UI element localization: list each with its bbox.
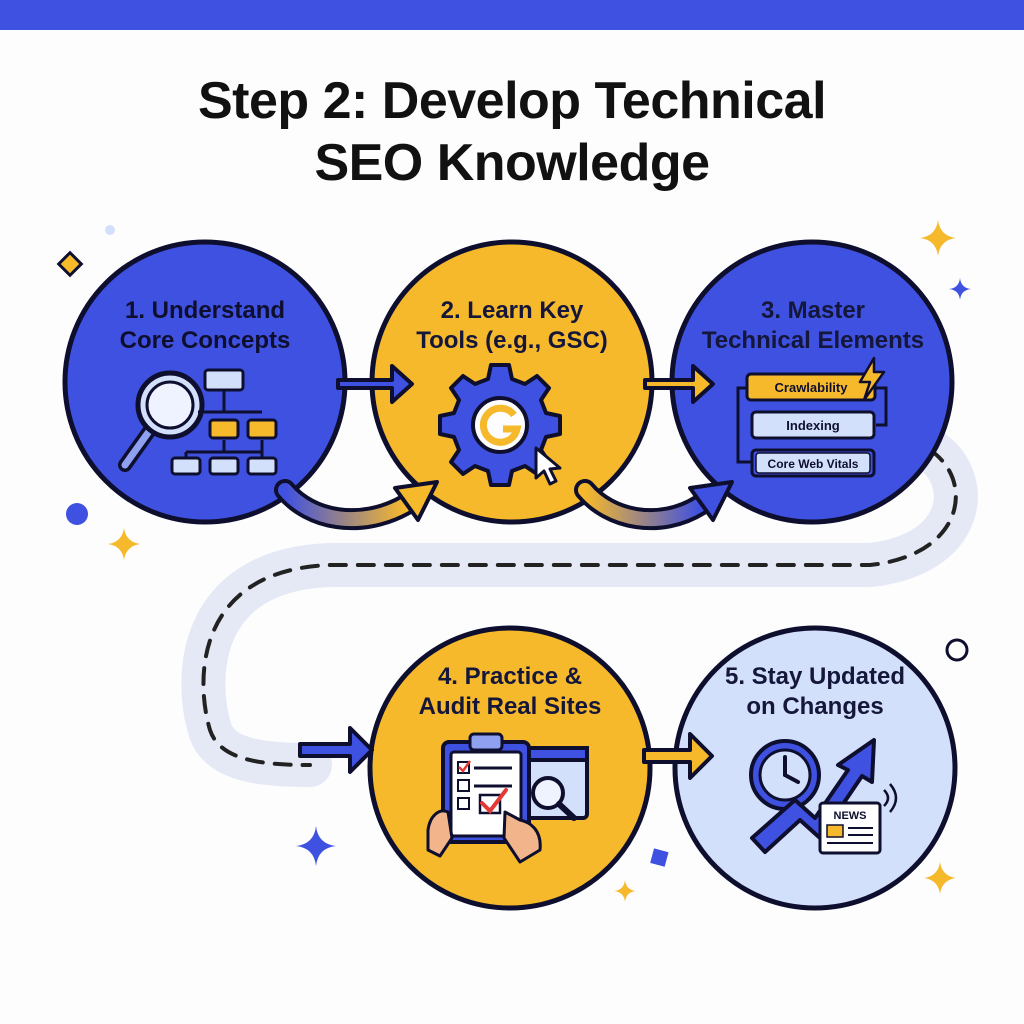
sitemap-icon xyxy=(170,368,278,476)
step-2-line-2: Tools (e.g., GSC) xyxy=(416,327,608,354)
trend-arrow-icon xyxy=(750,738,876,854)
step-1-line-1: 1. Understand xyxy=(124,297,286,324)
sparkle-icon xyxy=(924,862,956,894)
step-3-line-1: 3. Master xyxy=(760,297,866,324)
technical-elements-stack: Crawlability Indexing Core Web Vitals xyxy=(736,372,888,478)
step-1-line-2: Core Concepts xyxy=(119,327,291,354)
sparkle-icon xyxy=(296,826,336,866)
news-label: NEWS xyxy=(834,810,867,822)
diamond-shape xyxy=(56,250,84,278)
step-5-line-1: 5. Stay Updated xyxy=(724,663,906,690)
step-5-line-2: on Changes xyxy=(746,693,884,720)
arrow-4-to-5 xyxy=(642,732,714,780)
step-1-label: 1. Understand Core Concepts xyxy=(95,296,315,356)
step-2-line-1: 2. Learn Key xyxy=(440,297,584,324)
lightning-icon xyxy=(858,356,886,402)
step-3-line-2: Technical Elements xyxy=(701,327,925,354)
hand-icon xyxy=(426,809,542,864)
title-line-1: Step 2: Develop Technical xyxy=(197,72,827,130)
stack-item-crawlability: Crawlability xyxy=(775,380,849,395)
title-line-2: SEO Knowledge xyxy=(314,134,710,192)
arrow-1-to-2 xyxy=(336,364,414,404)
step-2-label: 2. Learn Key Tools (e.g., GSC) xyxy=(395,296,629,356)
step-4-line-2: Audit Real Sites xyxy=(418,693,602,720)
newspaper-icon: NEWS xyxy=(818,783,898,855)
dot-shape xyxy=(105,225,115,235)
stack-item-indexing: Indexing xyxy=(786,418,840,433)
connector-path xyxy=(181,428,978,787)
sparkle-icon xyxy=(920,220,956,256)
gear-google-icon xyxy=(438,363,562,487)
sparkle-icon xyxy=(108,528,140,560)
top-accent-bar xyxy=(0,0,1024,30)
page-title: Step 2: Develop Technical SEO Knowledge xyxy=(0,70,1024,194)
dot-shape xyxy=(66,503,88,525)
step-4-label: 4. Practice & Audit Real Sites xyxy=(395,662,625,722)
magnifier-icon xyxy=(118,370,205,472)
step-3-label: 3. Master Technical Elements xyxy=(690,296,936,356)
cursor-icon xyxy=(534,446,562,486)
sparkle-icon xyxy=(949,278,971,300)
arrow-2-to-3 xyxy=(643,364,715,404)
step-5-label: 5. Stay Updated on Changes xyxy=(700,662,930,722)
arrow-into-step-4 xyxy=(298,726,374,774)
ring-shape xyxy=(945,638,969,662)
step-4-line-1: 4. Practice & xyxy=(437,663,583,690)
clock-icon xyxy=(749,739,821,811)
curved-arrow-1-to-2 xyxy=(274,479,439,531)
sparkle-icon xyxy=(614,880,636,902)
curved-arrow-2-to-3 xyxy=(574,479,734,531)
decorations xyxy=(56,220,971,902)
stack-item-core-web-vitals: Core Web Vitals xyxy=(768,457,859,471)
square-shape xyxy=(650,848,669,867)
